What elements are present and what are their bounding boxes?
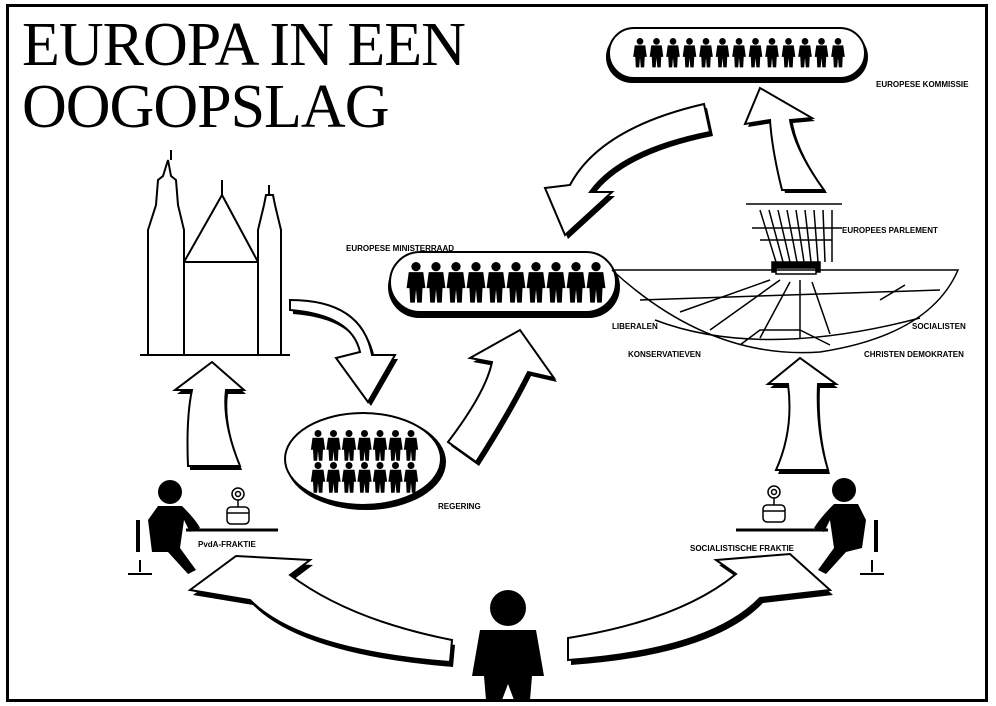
fan-line	[777, 209, 791, 263]
label-council: EUROPESE MINISTERRAAD	[346, 244, 455, 253]
council-capsule	[388, 251, 620, 318]
title-line-1: EUROPA IN EEN	[22, 11, 466, 79]
label-pvda-faction: PvdA-FRAKTIE	[198, 540, 256, 549]
government-ellipse	[284, 412, 446, 510]
pvda-desk-person-icon	[128, 480, 278, 575]
label-commission: EUROPESE KOMMISSIE	[876, 80, 969, 89]
fan-line	[813, 209, 819, 263]
diagram-frame	[6, 4, 988, 702]
label-socialists: SOCIALISTEN	[912, 322, 966, 331]
arrow-voter-to-socialist	[567, 552, 833, 665]
fan-line	[804, 209, 812, 263]
rose-fist-icon	[226, 487, 250, 525]
arrow-pvda-to-building	[172, 360, 247, 470]
label-liberals: LIBERALEN	[612, 322, 658, 331]
label-parliament: EUROPEES PARLEMENT	[842, 226, 938, 235]
label-government: REGERING	[438, 502, 481, 511]
arrow-government-to-council	[446, 328, 557, 466]
arrow-parliament-to-commission	[743, 86, 827, 193]
label-conservatives: KONSERVATIEVEN	[628, 350, 701, 359]
fan-line	[822, 209, 826, 263]
parliament-hemicycle	[611, 203, 960, 354]
fan-line	[786, 209, 798, 263]
diagram-title: EUROPA IN EEN OOGOPSLAG	[22, 11, 466, 141]
arrow-voter-to-pvda	[187, 554, 455, 667]
socialist-desk-person-icon	[736, 478, 884, 575]
label-socialist-faction: SOCIALISTISCHE FRAKTIE	[690, 544, 795, 553]
arrow-building-to-government	[289, 298, 398, 406]
fan-line	[759, 209, 777, 263]
label-christian-democrats: CHRISTEN DEMOKRATEN	[864, 350, 964, 359]
fan-line	[795, 209, 805, 263]
arrow-commission-to-council	[543, 102, 713, 239]
voter-figure-icon	[472, 590, 544, 700]
rose-fist-icon	[762, 485, 786, 523]
title-line-2: OOGOPSLAG	[22, 73, 389, 141]
commission-capsule	[606, 27, 868, 83]
fan-line	[768, 209, 784, 263]
arrow-socialist-to-parliament	[765, 356, 840, 474]
parliament-building-icon	[140, 150, 290, 356]
